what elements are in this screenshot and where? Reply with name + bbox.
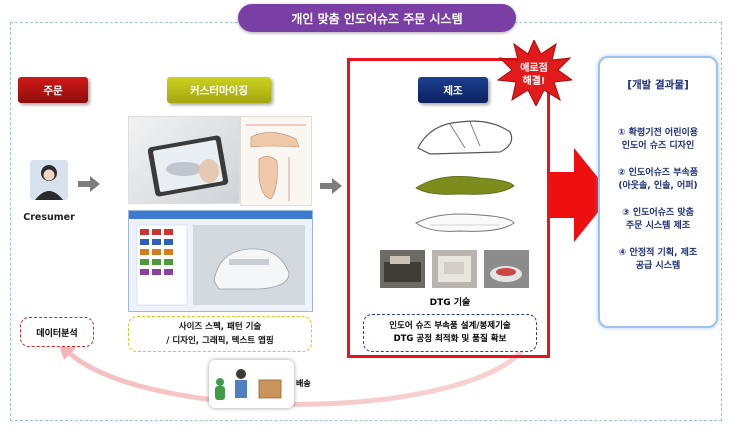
stage-customizing-label: 커스터마이징 <box>167 77 271 103</box>
result-item-3-line-2: 주문 시스템 제조 <box>625 221 691 231</box>
delivery-illustration <box>215 369 282 400</box>
arrow-order-to-custom <box>78 176 100 192</box>
result-item-4-line-2: 공급 시스템 <box>635 261 681 271</box>
customizing-desc-line-2: / 디자인, 그래픽, 텍스트 맵핑 <box>166 336 274 346</box>
software-screenshot <box>129 211 312 306</box>
outsole-sketch <box>415 213 515 232</box>
results-title: [개발 결과물] <box>627 79 689 91</box>
result-item-3: ③ 인도어슈즈 맞춤 주문 시스템 제조 <box>598 207 718 233</box>
result-item-4: ④ 안정적 기획, 제조 공급 시스템 <box>598 247 718 273</box>
diagram-title: 개인 맞춤 인도어슈즈 주문 시스템 <box>238 4 516 32</box>
insole-image <box>415 176 515 195</box>
result-item-4-line-1: ④ 안정적 기획, 제조 <box>618 248 698 258</box>
stage-manufacturing-label: 제조 <box>418 77 488 103</box>
starburst-callout: 애로점 해결! <box>496 40 572 106</box>
big-red-arrow <box>550 148 612 242</box>
arrow-custom-to-mfg <box>320 178 342 194</box>
dtg-photo-1 <box>380 250 425 288</box>
result-item-2: ② 인도어슈즈 부속품 (아웃솔, 인솔, 어퍼) <box>598 167 718 193</box>
dtg-label: DTG 기술 <box>429 298 471 308</box>
tablet-illustration <box>147 135 229 197</box>
dtg-photo-3 <box>484 250 529 288</box>
shoe-upper-sketch <box>417 120 513 155</box>
delivery-label: 배송 <box>296 379 311 388</box>
result-item-1-line-2: 인도어 슈즈 디자인 <box>621 141 695 151</box>
manufacturing-desc-line-1: 인도어 슈즈 부속품 설계/봉제기술 <box>389 321 511 331</box>
customer-avatar <box>30 160 68 200</box>
starburst-line-1: 애로점 <box>520 61 548 74</box>
customizing-desc-line-1: 사이즈 스펙, 패턴 기술 <box>178 322 262 332</box>
result-item-1-line-1: ① 확령기전 어린이용 <box>617 128 699 138</box>
dtg-photo-2 <box>432 250 477 288</box>
result-item-2-line-2: (아웃솔, 인솔, 어퍼) <box>618 181 698 191</box>
tablet-shoe-image <box>128 116 240 204</box>
result-item-2-line-1: ② 인도어슈즈 부속품 <box>617 168 699 178</box>
manufacturing-desc-line-2: DTG 공정 최적화 및 품질 확보 <box>393 334 507 344</box>
foot-measurement-image <box>240 116 312 206</box>
customer-name: Cresumer <box>23 212 75 223</box>
manufacturing-description: 인도어 슈즈 부속품 설계/봉제기술 DTG 공정 최적화 및 품질 확보 <box>363 314 537 352</box>
delivery-image <box>209 360 294 408</box>
return-arc-path <box>66 345 527 407</box>
foot-diagram <box>246 124 306 201</box>
stage-order-label: 주문 <box>18 77 88 103</box>
results-panel <box>598 56 718 328</box>
customizing-description: 사이즈 스펙, 패턴 기술 / 디자인, 그래픽, 텍스트 맵핑 <box>128 316 312 352</box>
manufacturing-frame <box>347 58 550 358</box>
person-icon <box>35 165 63 200</box>
starburst-line-2: 해결! <box>523 74 546 87</box>
result-item-1: ① 확령기전 어린이용 인도어 슈즈 디자인 <box>598 127 718 153</box>
data-analysis-box: 데이터분석 <box>20 317 94 347</box>
result-item-3-line-1: ③ 인도어슈즈 맞춤 <box>622 208 694 218</box>
customizing-software-screen <box>128 210 313 312</box>
